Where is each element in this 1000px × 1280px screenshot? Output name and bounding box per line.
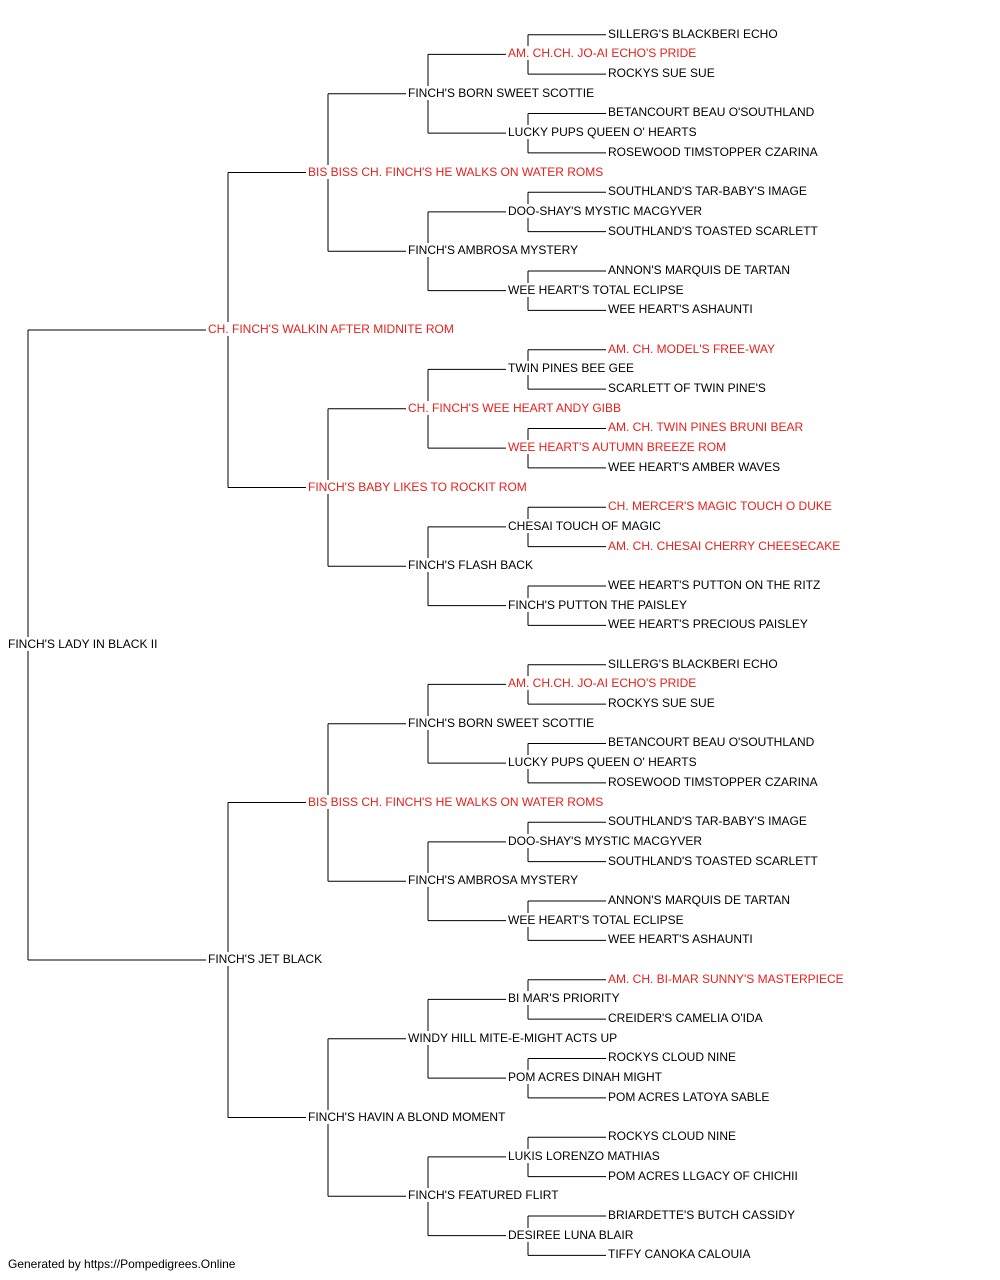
dog-name-gen1: FINCH'S JET BLACK (208, 952, 323, 966)
dog-name-gen5: SOUTHLAND'S TAR-BABY'S IMAGE (608, 184, 807, 199)
dog-name-gen4: FINCH'S PUTTON THE PAISLEY (508, 597, 687, 612)
dog-name-gen5: ANNON'S MARQUIS DE TARTAN (608, 892, 791, 907)
dog-name-gen5: BRIARDETTE'S BUTCH CASSIDY (608, 1207, 795, 1222)
dog-name-gen5: WEE HEART'S ASHAUNTI (608, 932, 753, 947)
dog-name-gen5: SOUTHLAND'S TOASTED SCARLETT (608, 223, 818, 238)
dog-name-gen3: FINCH'S BORN SWEET SCOTTIE (408, 715, 595, 730)
dog-name-gen5: BETANCOURT BEAU O'SOUTHLAND (608, 105, 815, 120)
dog-name-gen5: TIFFY CANOKA CALOUIA (608, 1247, 751, 1262)
dog-name-gen5: WEE HEART'S PUTTON ON THE RITZ (608, 577, 821, 592)
dog-name-gen5: POM ACRES LLGACY OF CHICHII (608, 1168, 798, 1183)
dog-name-gen5: SOUTHLAND'S TAR-BABY'S IMAGE (608, 814, 807, 829)
dog-name-gen5: ROSEWOOD TIMSTOPPER CZARINA (608, 144, 818, 159)
dog-name-gen5: ROCKYS CLOUD NINE (608, 1129, 737, 1144)
dog-name-gen5: ROCKYS SUE SUE (608, 696, 715, 711)
dog-name-gen5: AM. CH. CHESAI CHERRY CHEESECAKE (608, 538, 841, 553)
dog-name-gen0: FINCH'S LADY IN BLACK II (8, 637, 158, 651)
dog-name-gen5: POM ACRES LATOYA SABLE (608, 1089, 770, 1104)
dog-name-gen3: FINCH'S FLASH BACK (408, 558, 533, 573)
dog-name-gen4: AM. CH.CH. JO-AI ECHO'S PRIDE (508, 46, 697, 61)
dog-name-gen4: DESIREE LUNA BLAIR (508, 1227, 634, 1242)
dog-name-gen4: CHESAI TOUCH OF MAGIC (508, 518, 661, 533)
dog-name-gen3: FINCH'S AMBROSA MYSTERY (408, 873, 579, 888)
footer-credit: Generated by https://Pompedigrees.Online (8, 1257, 236, 1271)
dog-name-gen2: BIS BISS CH. FINCH'S HE WALKS ON WATER R… (308, 794, 604, 809)
dog-name-gen5: AM. CH. MODEL'S FREE-WAY (608, 341, 775, 356)
dog-name-gen3: FINCH'S AMBROSA MYSTERY (408, 243, 579, 258)
dog-name-gen3: CH. FINCH'S WEE HEART ANDY GIBB (408, 400, 621, 415)
dog-name-gen5: AM. CH. TWIN PINES BRUNI BEAR (608, 420, 804, 435)
dog-name-gen5: ANNON'S MARQUIS DE TARTAN (608, 262, 791, 277)
dog-name-gen4: WEE HEART'S TOTAL ECLIPSE (508, 912, 684, 927)
dog-name-gen4: DOO-SHAY'S MYSTIC MACGYVER (508, 203, 703, 218)
dog-name-gen4: LUCKY PUPS QUEEN O' HEARTS (508, 125, 697, 140)
dog-name-gen5: CH. MERCER'S MAGIC TOUCH O DUKE (608, 499, 832, 514)
dog-name-gen2: FINCH'S BABY LIKES TO ROCKIT ROM (308, 479, 527, 494)
dog-name-gen3: WINDY HILL MITE-E-MIGHT ACTS UP (408, 1030, 618, 1045)
dog-name-gen4: WEE HEART'S AUTUMN BREEZE ROM (508, 440, 727, 455)
dog-name-gen5: ROCKYS SUE SUE (608, 66, 715, 81)
dog-name-gen4: TWIN PINES BEE GEE (508, 361, 635, 376)
dog-name-gen5: BETANCOURT BEAU O'SOUTHLAND (608, 735, 815, 750)
dog-name-gen4: BI MAR'S PRIORITY (508, 991, 620, 1006)
dog-name-gen4: WEE HEART'S TOTAL ECLIPSE (508, 282, 684, 297)
dog-name-gen4: LUKIS LORENZO MATHIAS (508, 1148, 660, 1163)
dog-name-gen4: POM ACRES DINAH MIGHT (508, 1070, 663, 1085)
dog-name-gen5: CREIDER'S CAMELIA O'IDA (608, 1011, 763, 1026)
dog-name-gen3: FINCH'S FEATURED FLIRT (408, 1188, 559, 1203)
dog-name-gen2: FINCH'S HAVIN A BLOND MOMENT (308, 1109, 506, 1124)
dog-name-gen5: SILLERG'S BLACKBERI ECHO (608, 26, 778, 41)
dog-name-gen4: AM. CH.CH. JO-AI ECHO'S PRIDE (508, 676, 697, 691)
dog-name-gen2: BIS BISS CH. FINCH'S HE WALKS ON WATER R… (308, 164, 604, 179)
dog-name-gen4: DOO-SHAY'S MYSTIC MACGYVER (508, 833, 703, 848)
dog-name-gen5: WEE HEART'S PRECIOUS PAISLEY (608, 617, 808, 632)
dog-name-gen5: AM. CH. BI-MAR SUNNY'S MASTERPIECE (608, 971, 844, 986)
dog-name-gen5: ROCKYS CLOUD NINE (608, 1050, 737, 1065)
dog-name-gen4: LUCKY PUPS QUEEN O' HEARTS (508, 755, 697, 770)
dog-name-gen5: SILLERG'S BLACKBERI ECHO (608, 656, 778, 671)
dog-name-gen3: FINCH'S BORN SWEET SCOTTIE (408, 85, 595, 100)
dog-name-gen5: WEE HEART'S AMBER WAVES (608, 459, 781, 474)
dog-name-gen5: SOUTHLAND'S TOASTED SCARLETT (608, 853, 818, 868)
dog-name-gen5: WEE HEART'S ASHAUNTI (608, 302, 753, 317)
dog-name-gen5: ROSEWOOD TIMSTOPPER CZARINA (608, 774, 818, 789)
dog-name-gen5: SCARLETT OF TWIN PINE'S (608, 381, 766, 396)
dog-name-gen1: CH. FINCH'S WALKIN AFTER MIDNITE ROM (208, 322, 454, 336)
